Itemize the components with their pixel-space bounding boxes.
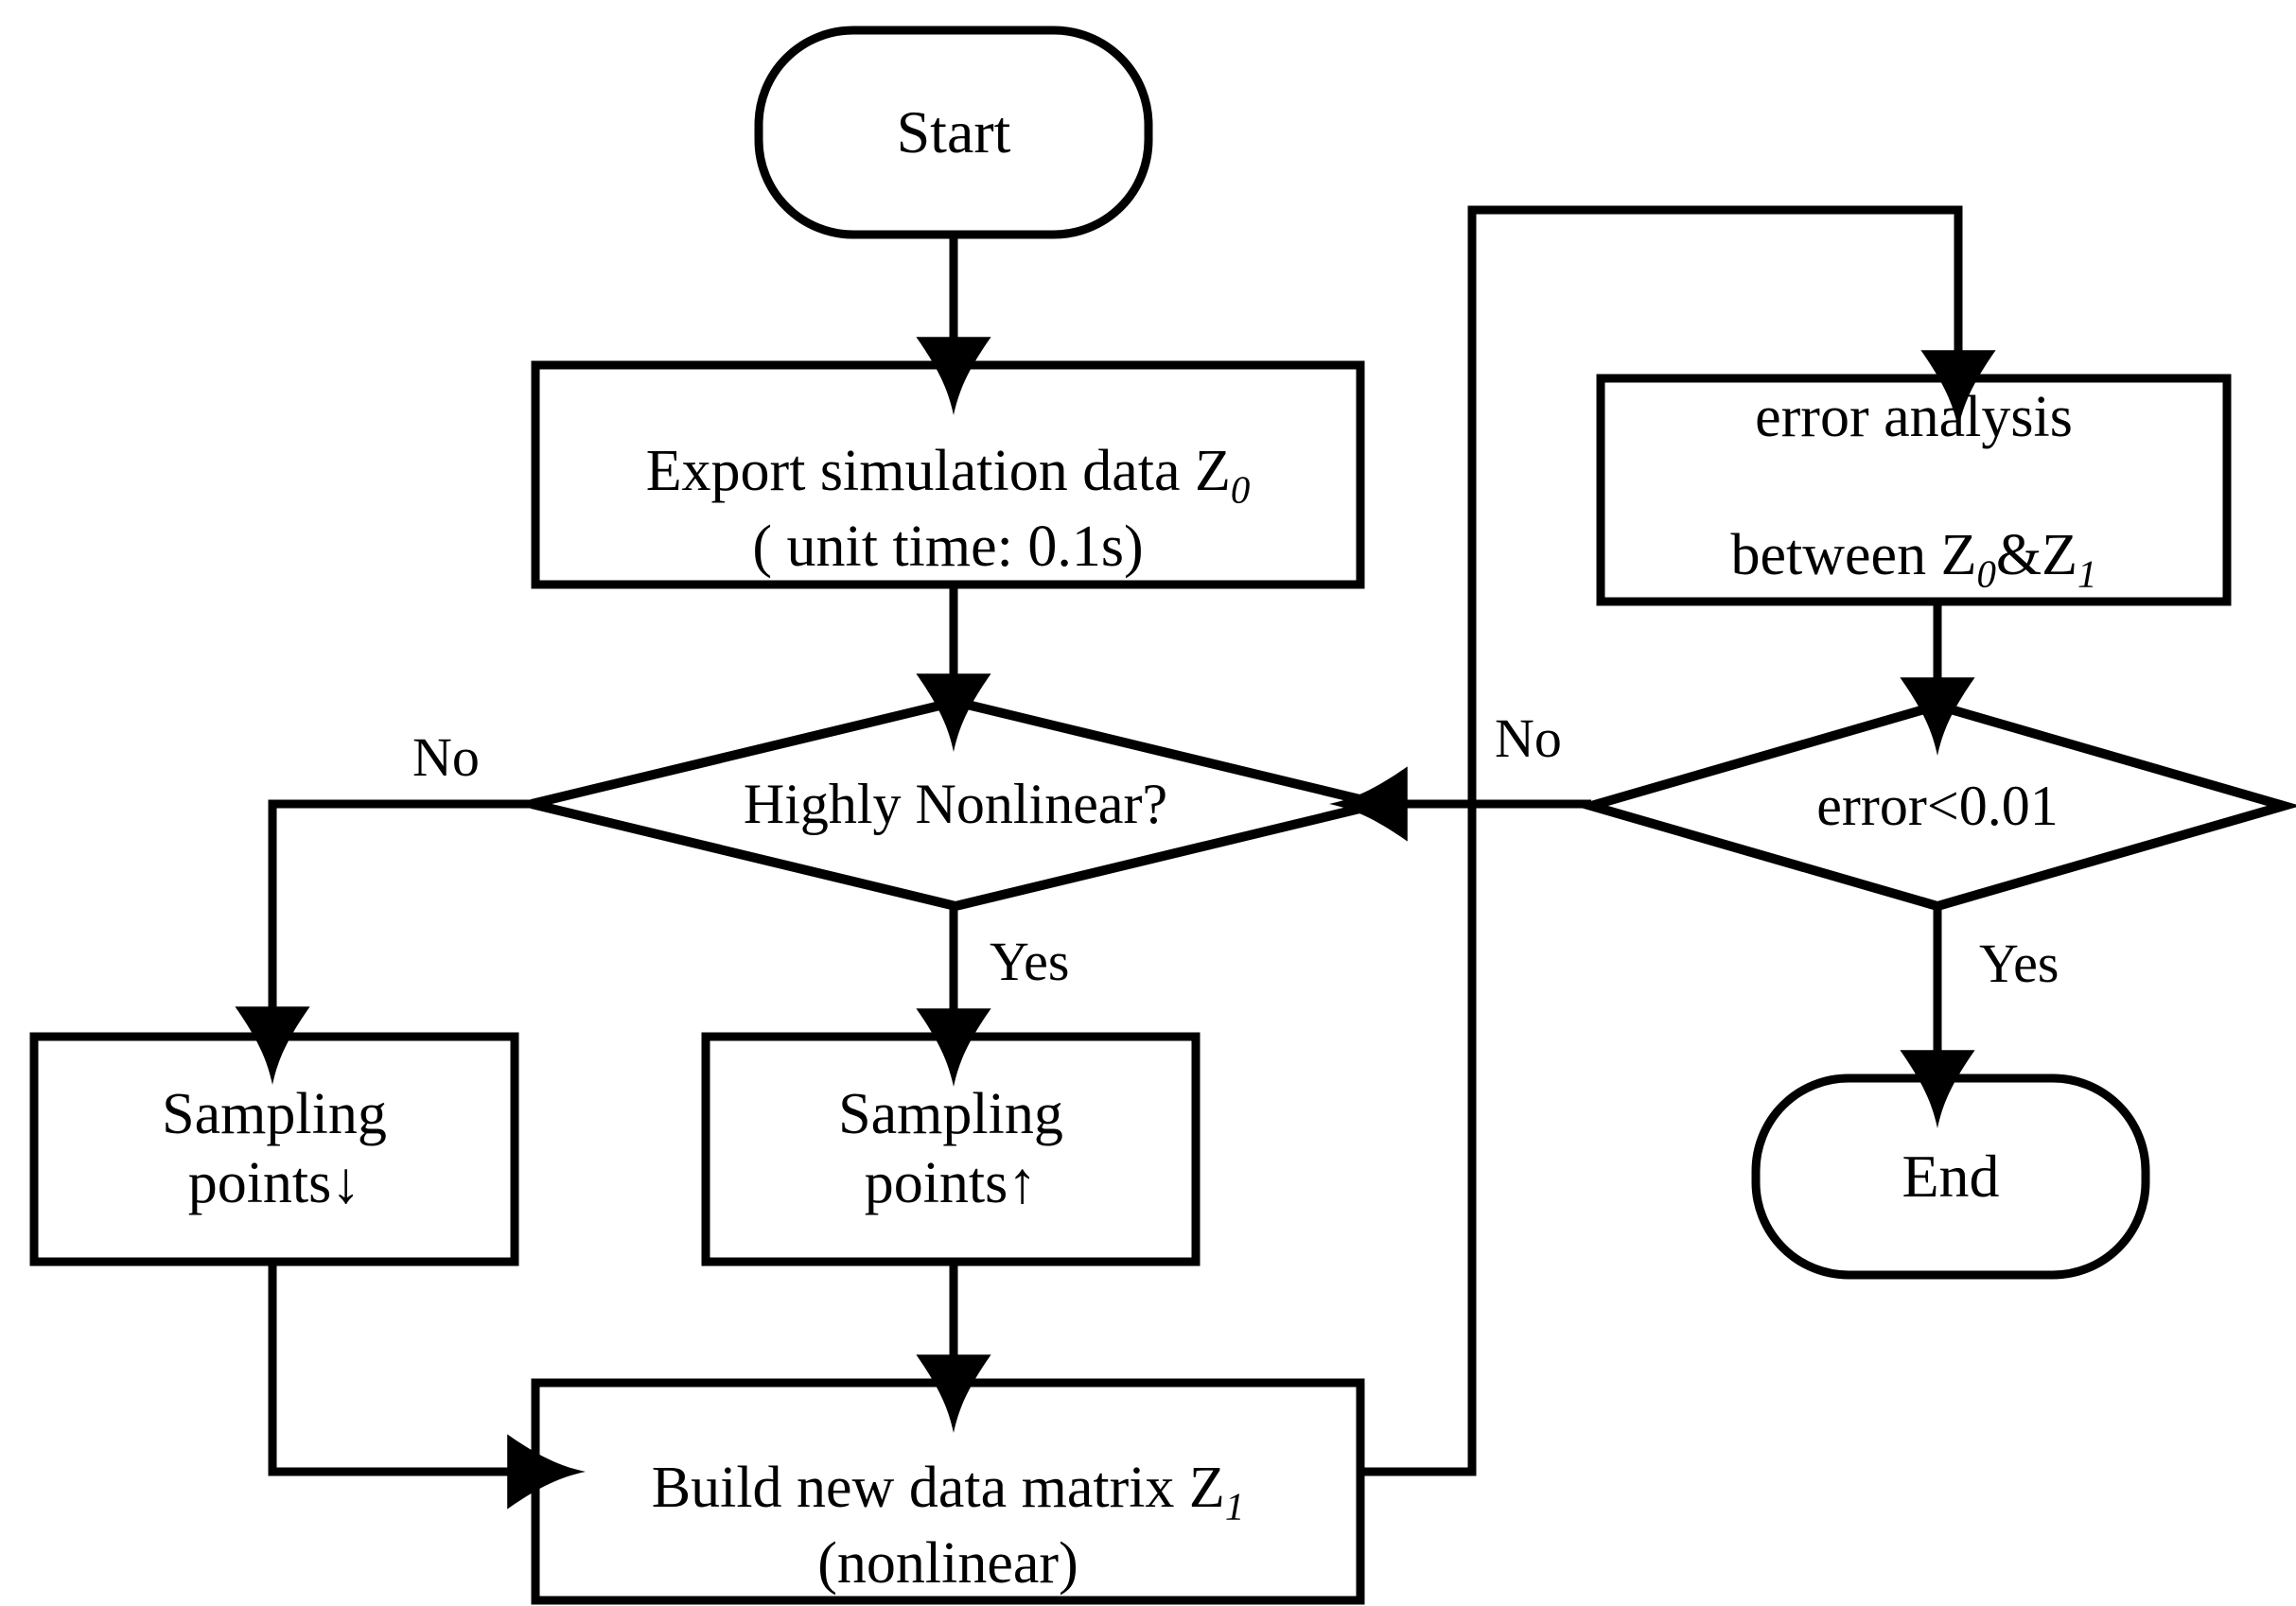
node-sampling-down-shape (29, 1032, 519, 1266)
node-export-shape (531, 360, 1365, 589)
edge-sampling-down-to-build (268, 1262, 586, 1510)
edge-label-nonlinear-yes: Yes (990, 931, 1070, 992)
node-end-shape (1751, 1074, 2150, 1280)
node-nonlinear-shape (530, 696, 1381, 912)
node-build-matrix-shape (531, 1378, 1365, 1605)
node-sampling-up-shape (701, 1032, 1201, 1266)
node-error-analysis-shape (1596, 374, 2232, 606)
edge-build-to-error-analysis (1360, 205, 1996, 1476)
node-error-check-shape (1574, 700, 2296, 912)
edge-nonlinear-no-to-sampling-down (235, 799, 532, 1085)
node-start-shape (754, 26, 1153, 239)
edge-label-error-yes: Yes (1979, 933, 2059, 994)
edge-label-error-no: No (1495, 707, 1562, 769)
edge-label-nonlinear-no: No (412, 726, 480, 788)
